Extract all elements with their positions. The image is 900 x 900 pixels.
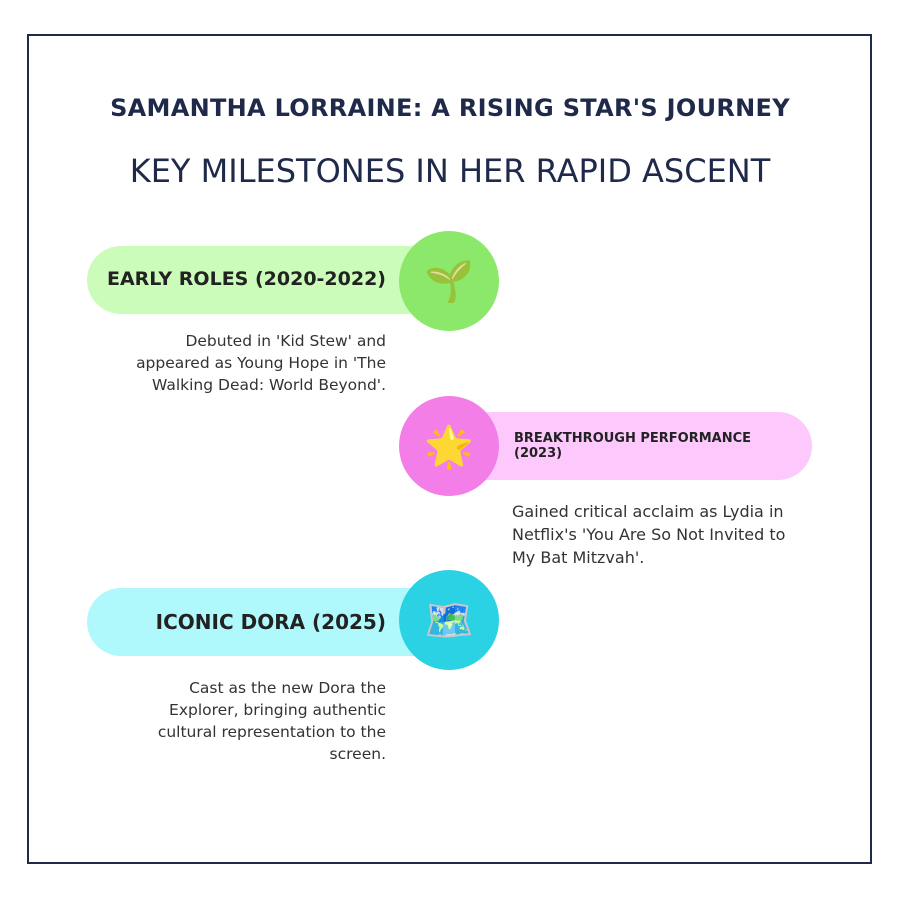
milestone-description: Debuted in 'Kid Stew' and appeared as Yo…	[136, 332, 386, 394]
glowing-star-icon: 🌟	[399, 396, 499, 496]
world-map-icon: 🗺️	[399, 570, 499, 670]
infographic-frame	[27, 34, 872, 864]
page-subtitle: KEY MILESTONES IN HER RAPID ASCENT	[129, 152, 771, 190]
milestone-description: Gained critical acclaim as Lydia in Netf…	[512, 502, 786, 567]
seedling-icon: 🌱	[399, 231, 499, 331]
page-title: SAMANTHA LORRAINE: A RISING STAR'S JOURN…	[110, 94, 790, 122]
milestone-label: EARLY ROLES (2020-2022)	[106, 268, 386, 290]
milestone-label: BREAKTHROUGH PERFORMANCE (2023)	[514, 431, 752, 461]
milestone-description: Cast as the new Dora the Explorer, bring…	[157, 679, 386, 763]
milestone-label: ICONIC DORA (2025)	[155, 610, 386, 634]
